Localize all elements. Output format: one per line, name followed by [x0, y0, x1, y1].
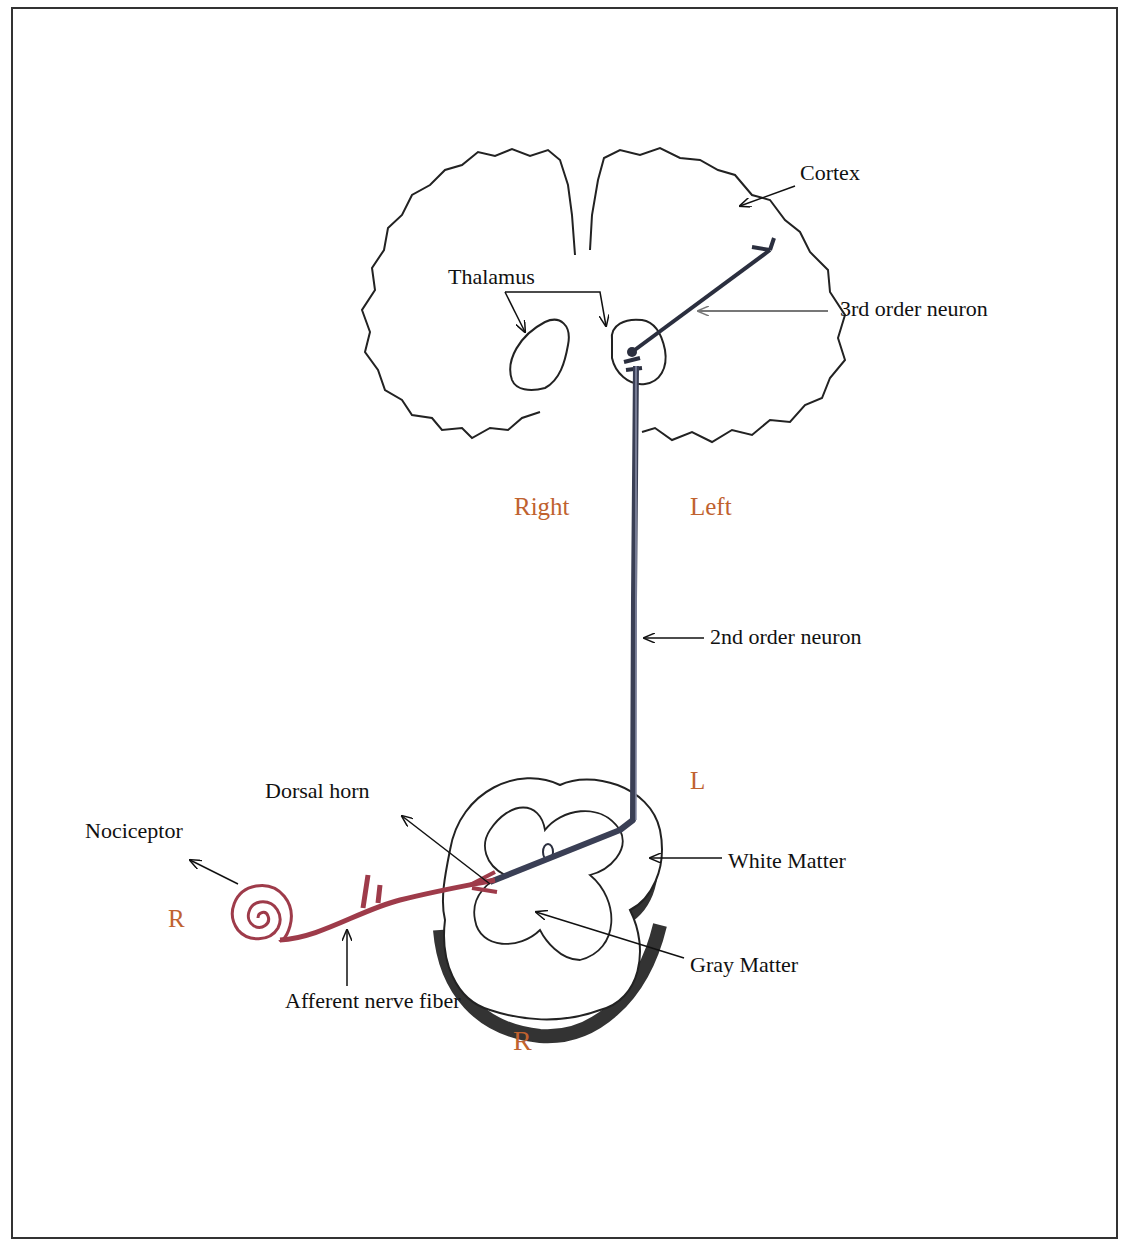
- leader-line: [505, 292, 606, 326]
- side-label: Right: [514, 490, 570, 524]
- third-order-neuron: [632, 250, 770, 352]
- neuron-label: 3rd order neuron: [840, 294, 988, 324]
- structure-label: Thalamus: [448, 262, 535, 292]
- side-label: R: [513, 1022, 532, 1060]
- leader-line: [402, 816, 490, 884]
- right-hemisphere: [362, 149, 575, 438]
- leader-line: [650, 857, 722, 859]
- leader-line: [536, 912, 684, 958]
- structure-label: Cortex: [800, 158, 860, 188]
- neuron-label: 2nd order neuron: [710, 622, 862, 652]
- fiber-branch: [363, 875, 380, 908]
- structure-label: Dorsal horn: [265, 776, 369, 806]
- leader-line: [698, 310, 828, 312]
- structure-label: White Matter: [728, 846, 846, 876]
- neuron-highlight: [635, 366, 637, 820]
- frame: [12, 8, 1117, 1238]
- leader-line: [644, 637, 704, 639]
- fiber-terminal: [470, 872, 497, 892]
- side-label: R: [168, 902, 185, 936]
- afferent-fiber: [280, 880, 495, 940]
- left-hemisphere: [590, 148, 845, 442]
- structure-label: Afferent nerve fiber: [285, 986, 475, 1016]
- leader-line: [346, 930, 348, 986]
- side-label: Left: [690, 490, 732, 524]
- gray-matter-shape: [474, 808, 622, 961]
- thalamus-shape: [510, 320, 568, 390]
- structure-label: Nociceptor: [85, 816, 183, 846]
- spinal-cord-section: [443, 778, 662, 1019]
- neuron-terminal: [752, 238, 774, 250]
- synapse: [627, 347, 637, 357]
- leader-line: [740, 186, 795, 206]
- side-label: L: [690, 764, 705, 798]
- nociceptor-spiral: [232, 886, 291, 941]
- second-order-neuron: [490, 366, 636, 882]
- structure-label: Gray Matter: [690, 950, 798, 980]
- leader-line: [505, 292, 525, 332]
- leader-line: [190, 860, 238, 884]
